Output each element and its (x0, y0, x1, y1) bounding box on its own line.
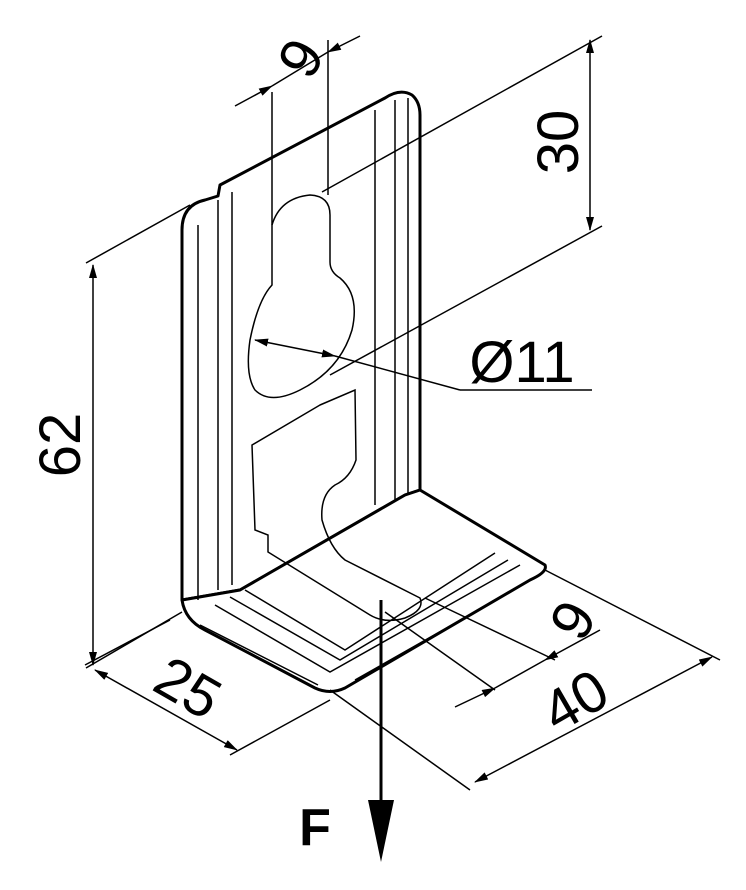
keyhole-slot (247, 194, 355, 399)
dim-label-40: 40 (531, 657, 619, 746)
dim-hole-diameter: Ø11 (254, 330, 592, 395)
dim-slot-height: 30 (321, 35, 603, 376)
dim-label-30: 30 (526, 110, 591, 175)
dim-label-62: 62 (28, 413, 93, 478)
dim-height: 62 (28, 204, 191, 669)
dim-label-25: 25 (144, 644, 232, 733)
lower-slot (251, 388, 422, 622)
base-plate (180, 488, 547, 693)
dim-label-9-top: 9 (265, 28, 337, 88)
force-label: F (299, 799, 331, 857)
force-arrow: F (299, 600, 394, 862)
dim-label-diameter-11: Ø11 (469, 330, 574, 395)
dim-label-9-bottom: 9 (537, 590, 609, 650)
